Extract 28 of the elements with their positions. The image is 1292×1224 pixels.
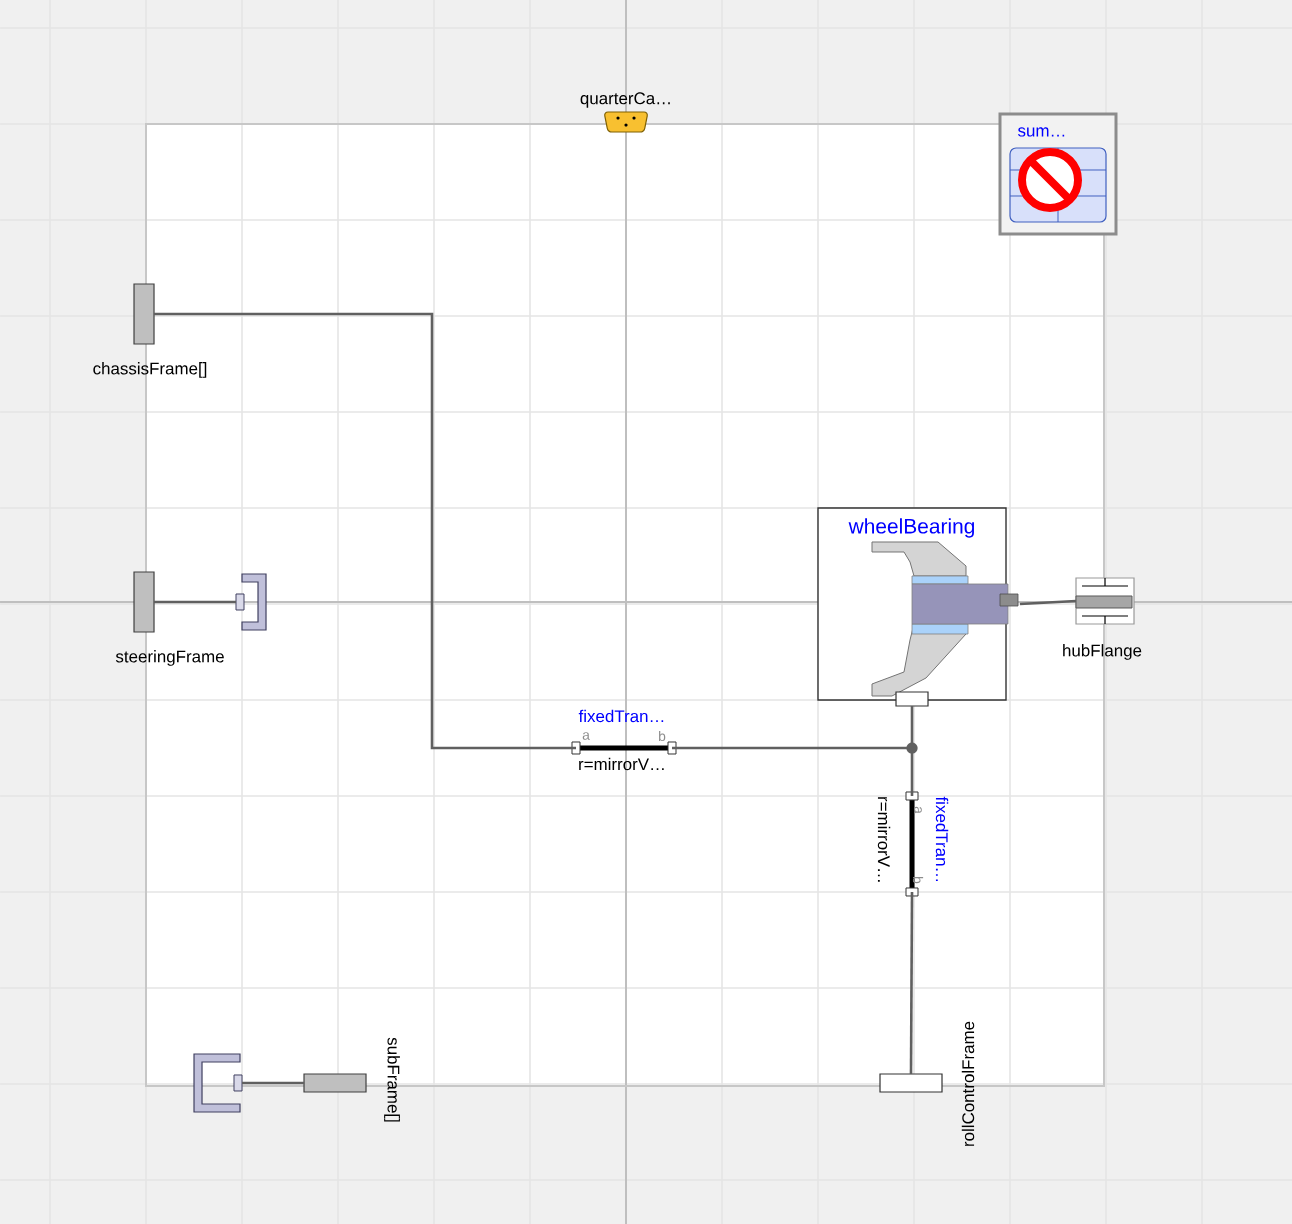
node-label: chassisFrame[] — [93, 362, 207, 378]
frame-connector: rollControlFrame — [879, 1021, 975, 1146]
connection-line — [910, 706, 914, 743]
wheel-bearing-block: wheelBearing — [817, 507, 1019, 707]
bus-connector: quarterCa… — [580, 92, 670, 133]
frame-connector: subFrame[] — [303, 1037, 400, 1122]
frame-connector: chassisFrame[] — [93, 283, 207, 378]
connection-line — [154, 600, 236, 604]
connection-line — [909, 891, 914, 1074]
node-label: fixedTran… — [935, 796, 949, 882]
flange-connector: hubFlange — [1063, 577, 1142, 660]
adapter-bracket — [193, 1053, 243, 1113]
adapter-bracket — [235, 573, 267, 631]
node-label: r=mirrorV… — [877, 797, 891, 882]
connection-line — [154, 312, 576, 750]
connection-line — [910, 753, 914, 796]
node-label: rollControlFrame — [961, 1021, 975, 1146]
blocked-block: sum… — [998, 112, 1118, 236]
node-label: fixedTran… — [578, 709, 664, 723]
connection-line — [242, 1081, 304, 1085]
frame-connector: steeringFrame — [115, 571, 224, 666]
node-label: steeringFrame — [115, 650, 224, 666]
connection-line — [672, 746, 907, 750]
node-label: hubFlange — [1063, 644, 1142, 660]
node-label: subFrame[] — [384, 1037, 400, 1122]
node-label: quarterCa… — [580, 92, 670, 108]
node-label: r=mirrorV… — [579, 757, 664, 771]
connection-line — [1019, 599, 1077, 606]
